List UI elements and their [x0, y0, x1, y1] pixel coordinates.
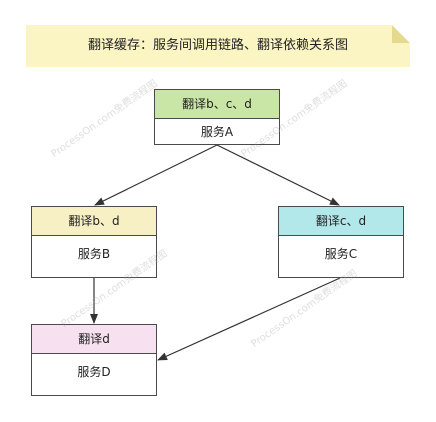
service-c-node[interactable]: 翻译c、d 服务C	[278, 206, 404, 278]
service-c-header: 翻译c、d	[279, 207, 403, 236]
service-b-node[interactable]: 翻译b、d 服务B	[31, 206, 157, 278]
diagram-title: 翻译缓存：服务间调用链路、翻译依赖关系图	[87, 38, 348, 53]
service-b-header: 翻译b、d	[32, 207, 156, 236]
service-c-label: 服务C	[324, 247, 358, 261]
title-banner: 翻译缓存：服务间调用链路、翻译依赖关系图	[26, 25, 410, 67]
service-a-node[interactable]: 翻译b、c、d 服务A	[154, 89, 280, 145]
service-d-header: 翻译d	[32, 325, 156, 354]
service-d-label: 服务D	[77, 365, 111, 379]
banner-fold	[392, 25, 410, 43]
watermark: ProcessOn.com免费流程图	[49, 78, 160, 160]
edge-a-to-b	[94, 144, 218, 206]
service-d-node[interactable]: 翻译d 服务D	[31, 324, 157, 396]
edge-a-to-c	[216, 144, 340, 206]
service-a-label: 服务A	[200, 125, 234, 139]
service-a-header: 翻译b、c、d	[155, 90, 279, 119]
service-b-label: 服务B	[77, 247, 111, 261]
